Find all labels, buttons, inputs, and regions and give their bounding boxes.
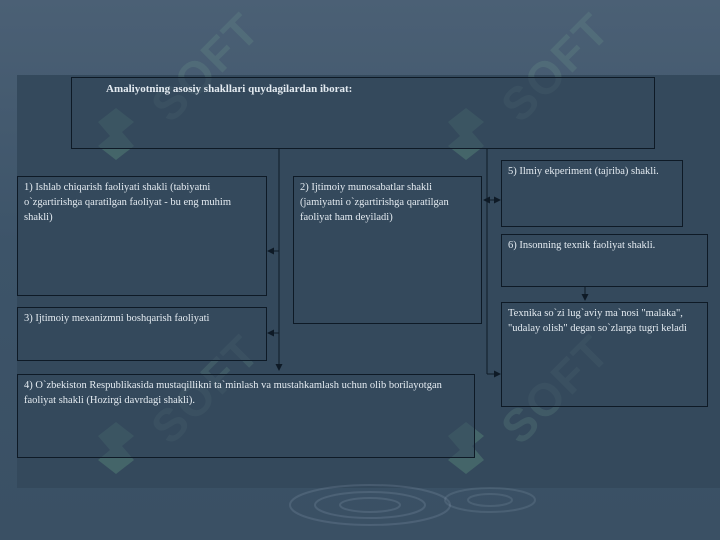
box-social-mechanism: 3) Ijtimoiy mexanizmni boshqarish faoliy… (17, 307, 267, 361)
diagram-title: Amaliyotning asosiy shakllari quydagilar… (106, 83, 353, 95)
box-technique-meaning: Texnika so`zi lug`aviy ma`nosi "malaka",… (501, 302, 708, 407)
box-production-activity-text: 1) Ishlab chiqarish faoliyati shakli (ta… (24, 182, 232, 223)
box-social-relations: 2) Ijtimoiy munosabatlar shakli (jamiyat… (293, 176, 482, 324)
box-technique-meaning-text: Texnika so`zi lug`aviy ma`nosi "malaka",… (508, 308, 687, 334)
diagram-title-box: Amaliyotning asosiy shakllari quydagilar… (71, 77, 655, 149)
box-social-relations-text: 2) Ijtimoiy munosabatlar shakli (jamiyat… (300, 182, 449, 223)
box-independence-activity: 4) O`zbekiston Respublikasida mustaqilli… (17, 374, 475, 458)
box-independence-activity-text: 4) O`zbekiston Respublikasida mustaqilli… (24, 380, 442, 406)
box-technical-activity: 6) Insonning texnik faoliyat shakli. (501, 234, 708, 287)
box-technical-activity-text: 6) Insonning texnik faoliyat shakli. (508, 240, 656, 251)
box-social-mechanism-text: 3) Ijtimoiy mexanizmni boshqarish faoliy… (24, 313, 210, 324)
box-production-activity: 1) Ishlab chiqarish faoliyati shakli (ta… (17, 176, 267, 296)
box-scientific-experiment-text: 5) Ilmiy ekperiment (tajriba) shakli. (508, 166, 659, 177)
box-scientific-experiment: 5) Ilmiy ekperiment (tajriba) shakli. (501, 160, 683, 227)
water-ripple-decoration (289, 484, 536, 526)
